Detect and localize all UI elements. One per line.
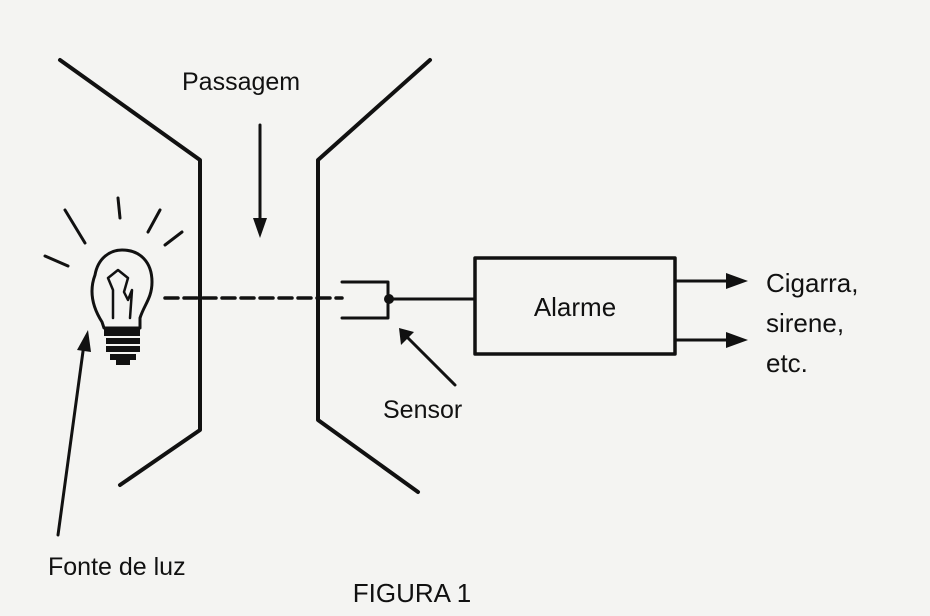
outputs-label-line2: sirene, (766, 308, 844, 338)
alarm-box (473, 256, 677, 356)
outputs-label-line1: Cigarra, (766, 268, 858, 298)
light-source-arrow (56, 330, 91, 537)
passage-arrow (253, 123, 267, 238)
passage-walls (58, 58, 432, 494)
figure-caption: FIGURA 1 (353, 578, 471, 608)
outputs-label-line3: etc. (766, 348, 808, 378)
right-wall (316, 58, 432, 494)
sensor-label: Sensor (383, 396, 462, 424)
light-bulb-icon (43, 196, 184, 365)
alarm-label: Alarme (534, 292, 616, 322)
output-arrow-bottom (673, 332, 748, 348)
output-arrow-top (673, 273, 748, 289)
passage-label: Passagem (182, 68, 300, 96)
light-source-label: Fonte de luz (48, 553, 186, 581)
left-wall (58, 58, 202, 487)
sensor-arrow (399, 328, 457, 387)
sensor-icon (340, 280, 394, 320)
